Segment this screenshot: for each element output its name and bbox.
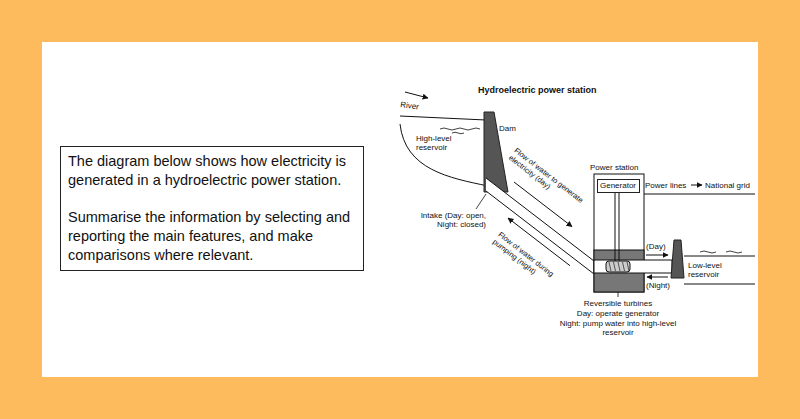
river-flow-arrow — [405, 92, 428, 98]
grid-arrow — [691, 185, 702, 186]
blade — [609, 262, 611, 271]
water-channel — [594, 260, 672, 273]
blade — [627, 262, 629, 271]
prompt-text: Summarise the information by selecting a… — [68, 208, 356, 265]
low-reservoir-bed — [684, 284, 755, 285]
night-label: (Night) — [646, 281, 670, 290]
turbine-leader — [618, 292, 619, 297]
reservoir-bed — [400, 124, 488, 186]
reservoir-label: Low-level reservoir — [688, 261, 750, 279]
low-water-surface — [684, 256, 755, 257]
shaft — [619, 193, 620, 261]
turbine-blades — [609, 262, 629, 271]
power-station-building — [594, 174, 644, 292]
diagram-title: Hydroelectric power station — [478, 85, 597, 96]
dam-label: Dam — [499, 124, 516, 133]
power-lines-label: Power lines — [645, 181, 686, 190]
power-line — [644, 194, 755, 195]
turbine-label: Reversible turbines — [558, 299, 678, 308]
water-surface — [440, 128, 480, 134]
water-ripples — [700, 251, 742, 253]
night-arrow — [647, 277, 668, 278]
turbine-note: Day: operate generator — [558, 309, 678, 318]
intake-leader — [476, 194, 486, 209]
generator-box: Generator — [597, 179, 640, 193]
node-label: Generator — [600, 181, 637, 191]
river-bank — [400, 116, 486, 120]
prompt-text: The diagram below shows how electricity … — [68, 152, 356, 190]
shaft — [615, 193, 616, 261]
intake-label: Intake (Day: open, Night: closed) — [414, 211, 486, 229]
grid-label: National grid — [705, 181, 750, 190]
flow-label: Flow of water during pumping (night) — [491, 230, 575, 300]
turbine-note: Night: pump water into high-level reserv… — [558, 319, 678, 337]
prompt-box: The diagram below shows how electricity … — [60, 146, 364, 271]
blade — [618, 262, 620, 271]
reversible-turbine — [606, 261, 630, 272]
blade — [614, 262, 616, 271]
low-reservoir-wall — [671, 240, 684, 278]
blade — [623, 262, 625, 271]
river-label: River — [400, 100, 420, 112]
flow-label: Flow of water to generate electricity (d… — [507, 146, 591, 216]
building-label: Power station — [590, 163, 638, 172]
reservoir-label: High-level reservoir — [416, 134, 462, 152]
day-label: (Day) — [646, 242, 666, 251]
day-arrow — [646, 255, 668, 256]
